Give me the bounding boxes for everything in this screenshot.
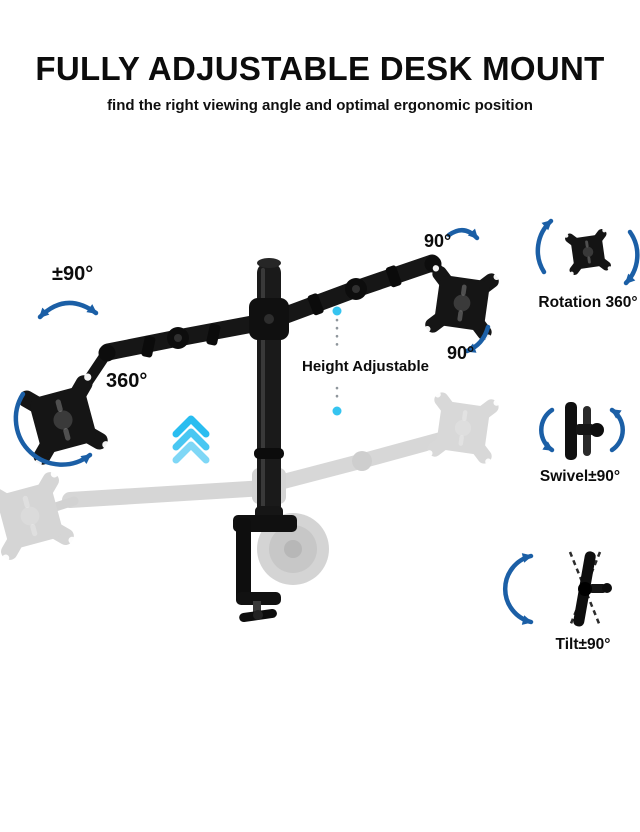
tilt-down-arrow-icon xyxy=(464,324,491,354)
annotation-tilt-up: 90° xyxy=(424,231,452,251)
height-up-chevrons-icon xyxy=(172,415,210,464)
ghost-right-vesa-plate xyxy=(423,388,503,468)
right-vesa-plate xyxy=(421,262,503,344)
annotation-tilt-down: 90° xyxy=(447,343,475,363)
annotation-plate-rotation: 360° xyxy=(106,370,148,392)
cable-clip xyxy=(141,335,156,358)
feature-label-swivel: Swivel±90° xyxy=(539,468,621,485)
feature-label-tilt: Tilt±90° xyxy=(555,636,611,653)
feature-label-rotation: Rotation 360° xyxy=(538,294,638,311)
tilt-icon xyxy=(503,551,612,627)
page-subtitle: find the right viewing angle and optimal… xyxy=(107,96,533,114)
swivel-pm90-arrow-icon xyxy=(37,300,99,320)
tilt-up-arrow-icon xyxy=(446,228,480,241)
desk-clamp xyxy=(233,506,329,623)
cyan-dot-top xyxy=(332,306,342,316)
rotate-360-arrow-icon xyxy=(13,391,93,467)
left-vesa-plate xyxy=(12,369,114,471)
cable-clip xyxy=(206,323,221,346)
ghost-left-vesa-plate xyxy=(0,466,80,566)
cyan-dot-bottom xyxy=(332,406,342,416)
monitor-arm xyxy=(12,254,503,522)
annotation-arm-swivel: ±90° xyxy=(52,263,94,285)
annotation-height-adjustable: Height Adjustable xyxy=(302,358,429,375)
cable-clip xyxy=(307,293,324,316)
swivel-icon xyxy=(539,402,625,460)
cable-clip xyxy=(385,265,402,288)
rotation-360-icon xyxy=(535,218,640,286)
height-lock-collar xyxy=(254,448,284,459)
header: FULLY ADJUSTABLE DESK MOUNT find the rig… xyxy=(0,50,640,114)
page-title: FULLY ADJUSTABLE DESK MOUNT xyxy=(35,50,605,87)
height-indicator-line xyxy=(332,306,342,416)
